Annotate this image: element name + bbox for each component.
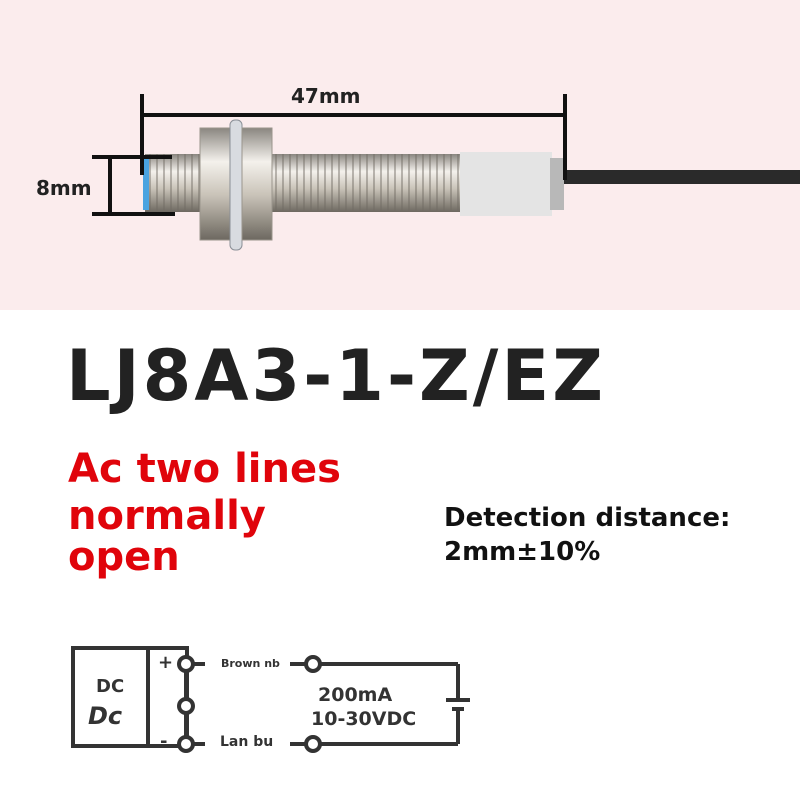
wire-blue-label: Lan bu bbox=[220, 734, 274, 750]
minus-sign: - bbox=[160, 731, 168, 752]
model-title: LJ8A3-1-Z/EZ bbox=[66, 335, 606, 417]
nut-left bbox=[199, 127, 231, 241]
box-label-dc-italic: Dc bbox=[88, 702, 123, 730]
type-line-2: normally bbox=[68, 493, 266, 539]
type-line-3: open bbox=[68, 534, 180, 580]
box-label-dc: DC bbox=[96, 676, 125, 697]
label-sleeve bbox=[460, 152, 552, 216]
washer bbox=[229, 119, 243, 251]
type-line-1: Ac two lines bbox=[68, 446, 341, 492]
plus-sign: + bbox=[158, 652, 174, 673]
voltage-rating: 10-30VDC bbox=[311, 708, 417, 730]
cable bbox=[560, 170, 800, 184]
detection-label: Detection distance: bbox=[444, 503, 731, 533]
sensor-face bbox=[143, 156, 149, 210]
detection-value: 2mm±10% bbox=[444, 537, 601, 567]
nut-right bbox=[241, 127, 273, 241]
wiring-diagram bbox=[71, 646, 470, 753]
dimension-lines bbox=[92, 94, 567, 216]
wire-brown-label: Brown nb bbox=[221, 657, 280, 670]
diameter-dimension: 8mm bbox=[36, 176, 92, 200]
current-rating: 200mA bbox=[318, 684, 393, 706]
length-dimension: 47mm bbox=[291, 84, 361, 108]
